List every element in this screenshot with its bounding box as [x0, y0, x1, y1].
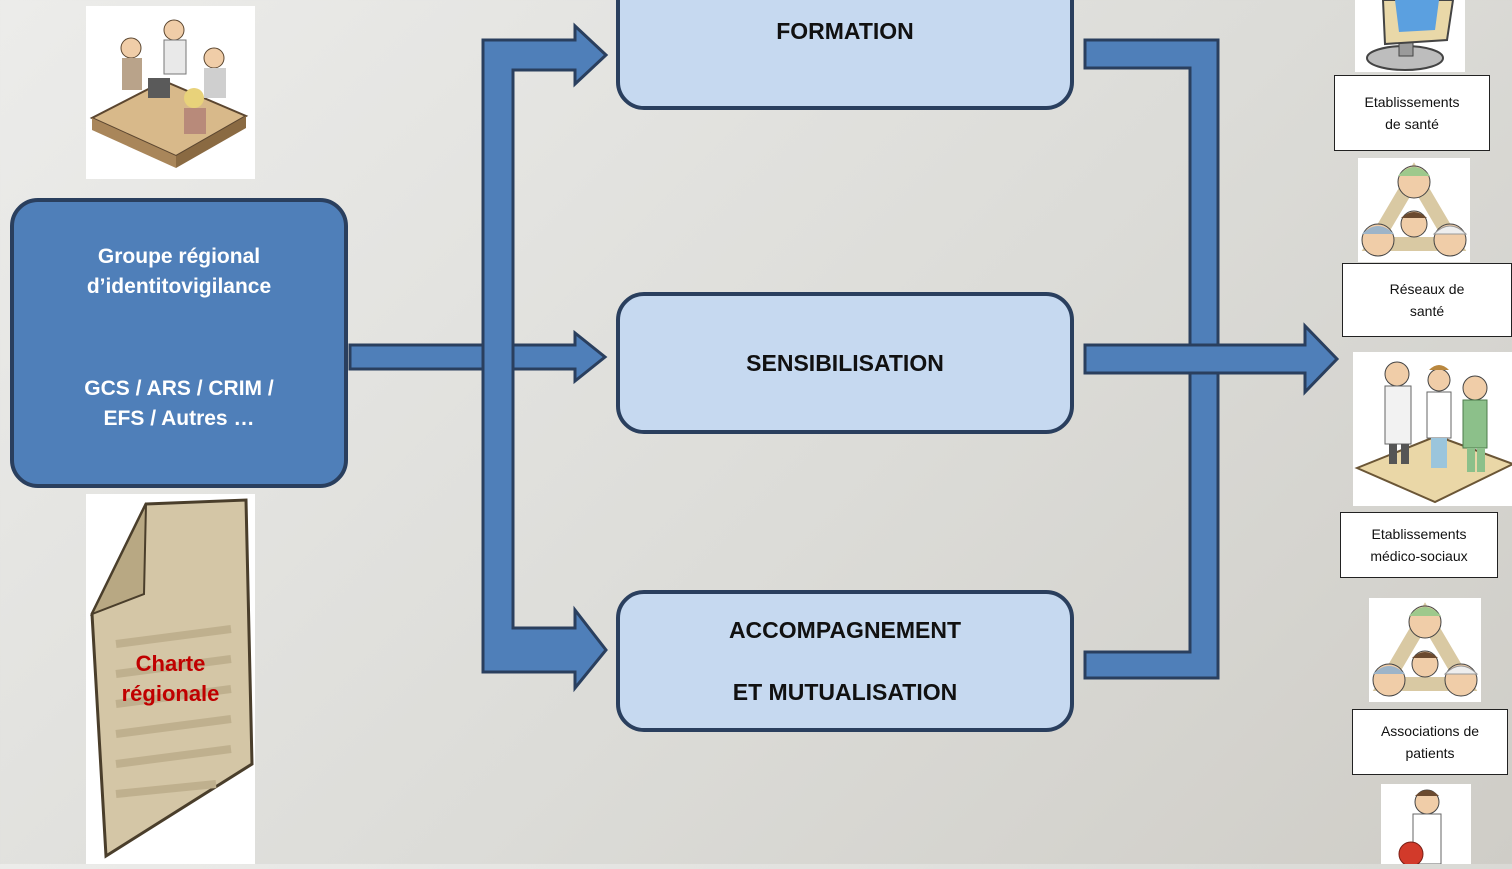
target-2-line2: santé — [1409, 303, 1445, 319]
charter-title-line2: régionale — [121, 681, 220, 706]
target-medico-social: Etablissements médico-sociaux — [1340, 512, 1498, 578]
charter-title-line1: Charte — [135, 651, 206, 676]
stage-accompagnement-line2: ET MUTUALISATION — [732, 679, 958, 705]
network-illustration-1 — [1358, 158, 1470, 262]
target-health-networks: Réseaux de santé — [1342, 263, 1512, 337]
patient-network-icon — [1372, 602, 1479, 697]
stage-formation: FORMATION — [616, 0, 1074, 110]
target-4-line2: patients — [1405, 745, 1455, 761]
group-title-line2: d’identitovigilance — [86, 275, 272, 298]
monitor-icon — [1366, 0, 1455, 71]
meeting-icon — [89, 19, 249, 168]
target-3-line1: Etablissements — [1371, 526, 1467, 542]
stage-formation-label: FORMATION — [776, 18, 914, 44]
screen-illustration — [1355, 0, 1465, 72]
stage-sensibilisation: SENSIBILISATION — [616, 292, 1074, 434]
charter-document: Charte régionale — [86, 494, 255, 864]
group-members-line2: EFS / Autres … — [103, 407, 255, 430]
group-title-line1: Groupe régional — [97, 245, 261, 268]
medical-staff-illustration — [1353, 352, 1512, 506]
arrow-to-targets — [1083, 322, 1340, 396]
medical-staff-icon — [1354, 361, 1512, 504]
document-icon — [89, 498, 254, 859]
stage-accompagnement-line1: ACCOMPAGNEMENT — [728, 617, 962, 643]
target-3-line2: médico-sociaux — [1370, 548, 1468, 564]
group-members-line1: GCS / ARS / CRIM / — [84, 377, 274, 400]
meeting-illustration — [86, 6, 255, 179]
target-1-line2: de santé — [1385, 116, 1439, 132]
regional-group-box: Groupe régional d’identitovigilance GCS … — [10, 198, 348, 488]
caregiver-icon — [1398, 789, 1442, 867]
target-1-line1: Etablissements — [1364, 94, 1460, 110]
arrow-source-trunk — [348, 329, 608, 385]
target-4-line1: Associations de — [1380, 723, 1480, 739]
stage-sensibilisation-label: SENSIBILISATION — [746, 349, 944, 376]
stage-accompagnement: ACCOMPAGNEMENT ET MUTUALISATION — [616, 590, 1074, 732]
network-illustration-2 — [1369, 598, 1481, 702]
arrow-split-bar — [481, 22, 609, 693]
target-2-line1: Réseaux de — [1389, 281, 1465, 297]
team-network-icon — [1361, 162, 1468, 257]
caregiver-illustration — [1381, 784, 1471, 867]
target-health-establishments: Etablissements de santé — [1334, 75, 1490, 151]
target-patient-associations: Associations de patients — [1352, 709, 1508, 775]
